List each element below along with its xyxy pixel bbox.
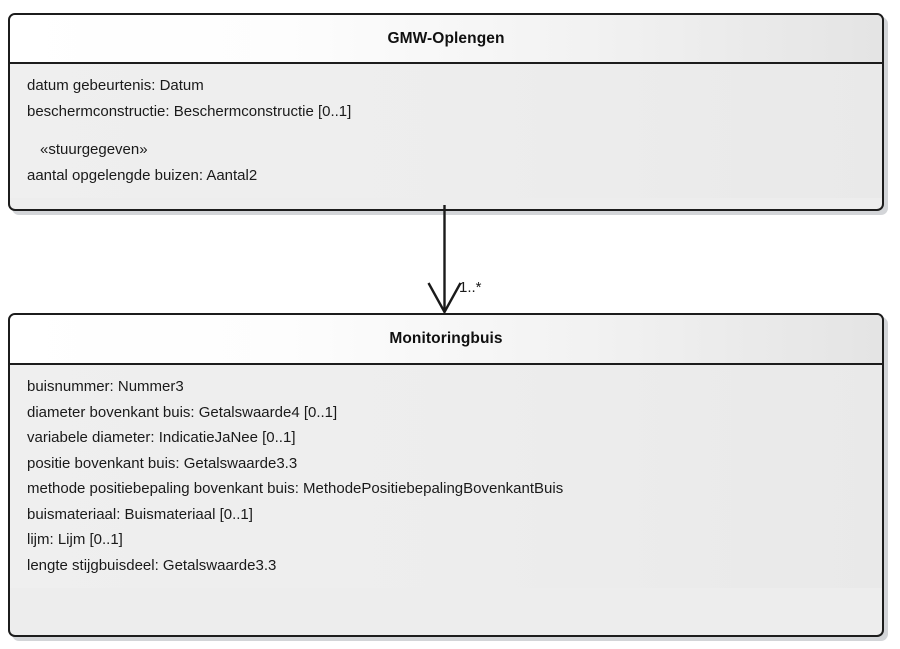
attribute-row: variabele diameter: IndicatieJaNee [0..1… xyxy=(27,429,296,446)
attribute-row: positie bovenkant buis: Getalswaarde3.3 xyxy=(27,454,298,472)
class-attributes-monitoringbuis: buisnummer: Nummer3 diameter bovenkant b… xyxy=(10,365,882,588)
attribute-row: buismateriaal: Buismateriaal [0..1] xyxy=(27,505,253,523)
class-box-gmw-oplengen[interactable]: GMW-Oplengen datum gebeurtenis: Datum be… xyxy=(8,13,884,211)
attribute-row: buisnummer: Nummer3 xyxy=(27,378,184,395)
attribute-row: beschermconstructie: Beschermconstructie… xyxy=(27,102,352,120)
attribute-row: diameter bovenkant buis: Getalswaarde4 [… xyxy=(27,403,338,421)
class-attributes-gmw-oplengen: datum gebeurtenis: Datum beschermconstru… xyxy=(10,64,882,198)
attribute-row: aantal opgelengde buizen: Aantal2 xyxy=(27,166,258,184)
attribute-row: methode positiebepaling bovenkant buis: … xyxy=(27,480,564,497)
attribute-stereotype: «stuurgegeven» xyxy=(40,141,148,158)
attribute-row: lengte stijgbuisdeel: Getalswaarde3.3 xyxy=(27,556,277,574)
attribute-row: datum gebeurtenis: Datum xyxy=(27,77,204,94)
class-title-gmw-oplengen: GMW-Oplengen xyxy=(10,15,882,64)
association-connector[interactable] xyxy=(416,205,546,321)
class-title-monitoringbuis: Monitoringbuis xyxy=(10,315,882,365)
attribute-row: lijm: Lijm [0..1] xyxy=(27,531,123,548)
association-line-arrow-icon xyxy=(427,205,462,315)
multiplicity-label: 1..* xyxy=(459,279,482,296)
class-box-monitoringbuis[interactable]: Monitoringbuis buisnummer: Nummer3 diame… xyxy=(8,313,884,637)
